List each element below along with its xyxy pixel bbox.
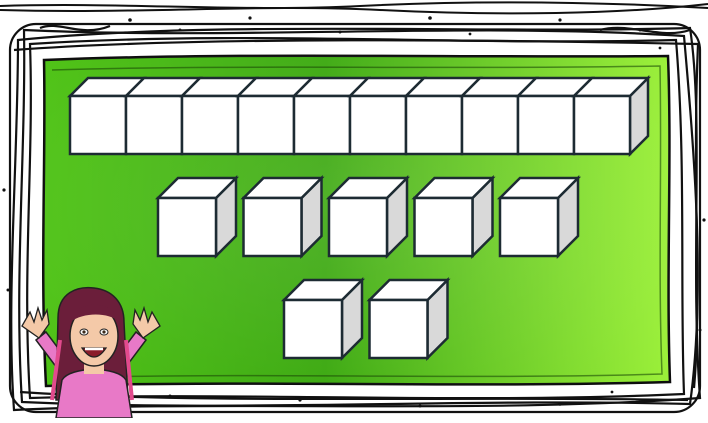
unit-cube-icon — [284, 280, 362, 358]
top-scribble-border — [0, 2, 708, 13]
unit-cube-icon — [500, 178, 578, 256]
unit-cube-icon — [158, 178, 236, 256]
unit-cubes-row-1 — [158, 178, 578, 256]
unit-cube-icon — [329, 178, 407, 256]
unit-cube-icon — [415, 178, 493, 256]
ten-rod-icon — [70, 78, 648, 154]
unit-cube-icon — [370, 280, 448, 358]
unit-cube-icon — [244, 178, 322, 256]
